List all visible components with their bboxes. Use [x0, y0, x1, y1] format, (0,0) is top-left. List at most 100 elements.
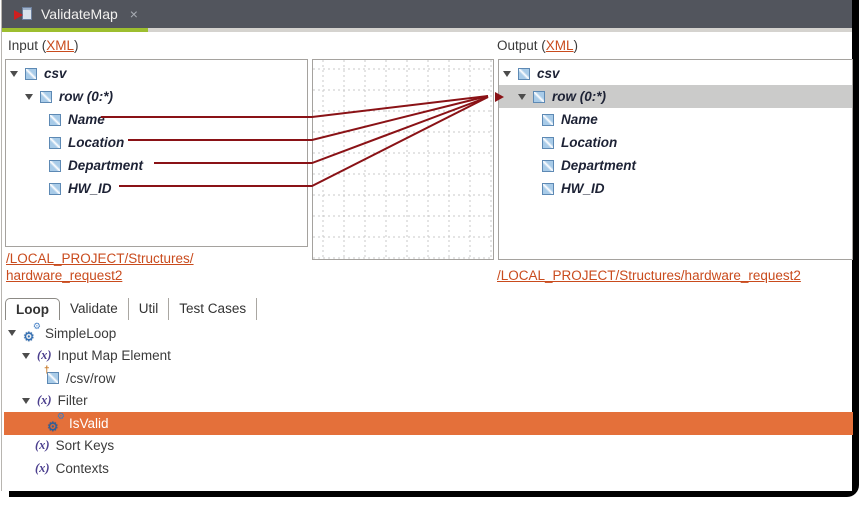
tab-validate[interactable]: Validate — [60, 298, 129, 320]
path-line: /LOCAL_PROJECT/Structures/ — [6, 251, 194, 266]
editor-tabbar: ValidateMap × — [2, 0, 852, 28]
input-tree: csv row (0:*) Name Location Depar — [6, 60, 307, 200]
tab-label: Validate — [70, 301, 118, 316]
output-label-close: ) — [573, 38, 579, 53]
tree-item-label: /csv/row — [66, 370, 116, 386]
element-icon — [49, 159, 61, 172]
node-label: Name — [561, 112, 598, 127]
tree-item-label: Input Map Element — [57, 348, 171, 364]
tab-validatemap[interactable]: ValidateMap × — [2, 0, 148, 28]
tab-label: Loop — [16, 301, 49, 317]
loop-rule-tree: ⚙⚙ SimpleLoop (x) Input Map Element † /c… — [4, 320, 853, 480]
output-tree: csv row (0:*) Name Location — [495, 60, 852, 200]
collapse-arrow-icon[interactable] — [503, 70, 511, 77]
input-xml-link[interactable]: XML — [46, 38, 75, 53]
path-line: /LOCAL_PROJECT/Structures/hardware_reque… — [497, 268, 801, 283]
input-node-department[interactable]: Department — [6, 154, 307, 177]
node-label: Location — [561, 135, 618, 150]
tree-item-simpleloop[interactable]: ⚙⚙ SimpleLoop — [4, 320, 853, 345]
map-document-icon — [14, 6, 32, 22]
path-line: hardware_request2 — [6, 268, 123, 283]
output-structure-path-link[interactable]: /LOCAL_PROJECT/Structures/hardware_reque… — [497, 267, 801, 284]
collapse-arrow-icon[interactable] — [22, 352, 30, 359]
close-tab-icon[interactable]: × — [129, 6, 138, 22]
collapse-arrow-icon[interactable] — [518, 93, 526, 100]
bottom-tab-strip: Loop Validate Util Test Cases — [5, 298, 258, 320]
output-node-hwid[interactable]: HW_ID — [499, 177, 852, 200]
output-xml-link[interactable]: XML — [545, 38, 574, 53]
element-icon — [49, 113, 61, 126]
output-panel-label: Output (XML) — [497, 38, 578, 53]
element-icon — [40, 90, 52, 103]
mapper-window: ValidateMap × Input (XML) Output (XML) c… — [1, 0, 853, 491]
element-icon — [49, 136, 61, 149]
output-node-name[interactable]: Name — [499, 108, 852, 131]
tab-label: Util — [138, 301, 159, 316]
tab-title: ValidateMap — [41, 6, 118, 22]
input-structure-path-link[interactable]: /LOCAL_PROJECT/Structures/ hardware_requ… — [6, 250, 306, 284]
node-label: row (0:*) — [59, 89, 113, 104]
element-icon — [533, 90, 545, 103]
collapse-arrow-icon[interactable] — [10, 70, 18, 77]
tab-loop[interactable]: Loop — [5, 298, 60, 320]
element-icon — [25, 67, 37, 80]
input-structure-panel: csv row (0:*) Name Location Depar — [5, 59, 308, 247]
grid-lines — [313, 60, 493, 259]
tree-item-isvalid-selected[interactable]: ⚙⚙ IsValid — [4, 411, 853, 435]
input-label-close: ) — [74, 38, 79, 53]
tab-accent-row — [2, 28, 852, 32]
output-node-location[interactable]: Location — [499, 131, 852, 154]
element-icon — [542, 113, 554, 126]
element-icon — [542, 136, 554, 149]
node-label: Name — [68, 112, 105, 127]
node-label: row (0:*) — [552, 89, 606, 104]
tree-item-label: IsValid — [69, 415, 109, 431]
input-panel-label: Input (XML) — [8, 38, 79, 53]
mapping-canvas[interactable] — [312, 59, 494, 260]
function-icon: (x) — [35, 438, 50, 453]
collapse-arrow-icon[interactable] — [8, 330, 16, 337]
collapse-arrow-icon[interactable] — [25, 93, 33, 100]
tree-item-contexts[interactable]: (x) Contexts — [4, 457, 853, 480]
function-icon: (x) — [35, 460, 50, 475]
tree-item-input-map-element[interactable]: (x) Input Map Element — [4, 345, 853, 368]
tree-item-sort-keys[interactable]: (x) Sort Keys — [4, 435, 853, 458]
mapping-target-arrow-icon — [495, 91, 504, 102]
active-tab-underline — [2, 28, 148, 32]
input-label-text: Input ( — [8, 38, 47, 53]
tab-test-cases[interactable]: Test Cases — [169, 298, 258, 320]
node-label: Department — [561, 158, 637, 173]
inactive-tab-underline — [148, 28, 852, 32]
tab-util[interactable]: Util — [129, 298, 170, 320]
input-node-location[interactable]: Location — [6, 131, 307, 154]
function-icon: (x) — [37, 393, 52, 408]
output-structure-panel: csv row (0:*) Name Location — [495, 59, 853, 260]
node-label: Location — [68, 135, 125, 150]
element-icon — [542, 182, 554, 195]
element-icon — [542, 159, 554, 172]
tree-item-label: Sort Keys — [55, 438, 115, 454]
tree-item-label: SimpleLoop — [45, 325, 117, 341]
node-label: HW_ID — [561, 181, 605, 196]
input-node-csv[interactable]: csv — [6, 62, 307, 85]
element-icon — [49, 182, 61, 195]
tree-item-filter[interactable]: (x) Filter — [4, 390, 853, 413]
gears-icon: ⚙⚙ — [23, 320, 41, 344]
output-label-text: Output ( — [497, 38, 546, 53]
node-label: csv — [44, 66, 67, 81]
node-label: HW_ID — [68, 181, 112, 196]
output-node-csv[interactable]: csv — [499, 62, 852, 85]
collapse-arrow-icon[interactable] — [22, 397, 30, 404]
output-node-department[interactable]: Department — [499, 154, 852, 177]
function-icon: (x) — [37, 348, 52, 363]
tree-item-label: Contexts — [55, 460, 109, 476]
node-label: csv — [537, 66, 560, 81]
input-node-hwid[interactable]: HW_ID — [6, 177, 307, 200]
input-node-name[interactable]: Name — [6, 108, 307, 131]
tree-item-csv-row[interactable]: † /csv/row — [4, 365, 853, 390]
element-icon — [518, 67, 530, 80]
tab-label: Test Cases — [179, 301, 247, 316]
output-node-row-selected[interactable]: row (0:*) — [495, 85, 852, 108]
input-node-row[interactable]: row (0:*) — [6, 85, 307, 108]
